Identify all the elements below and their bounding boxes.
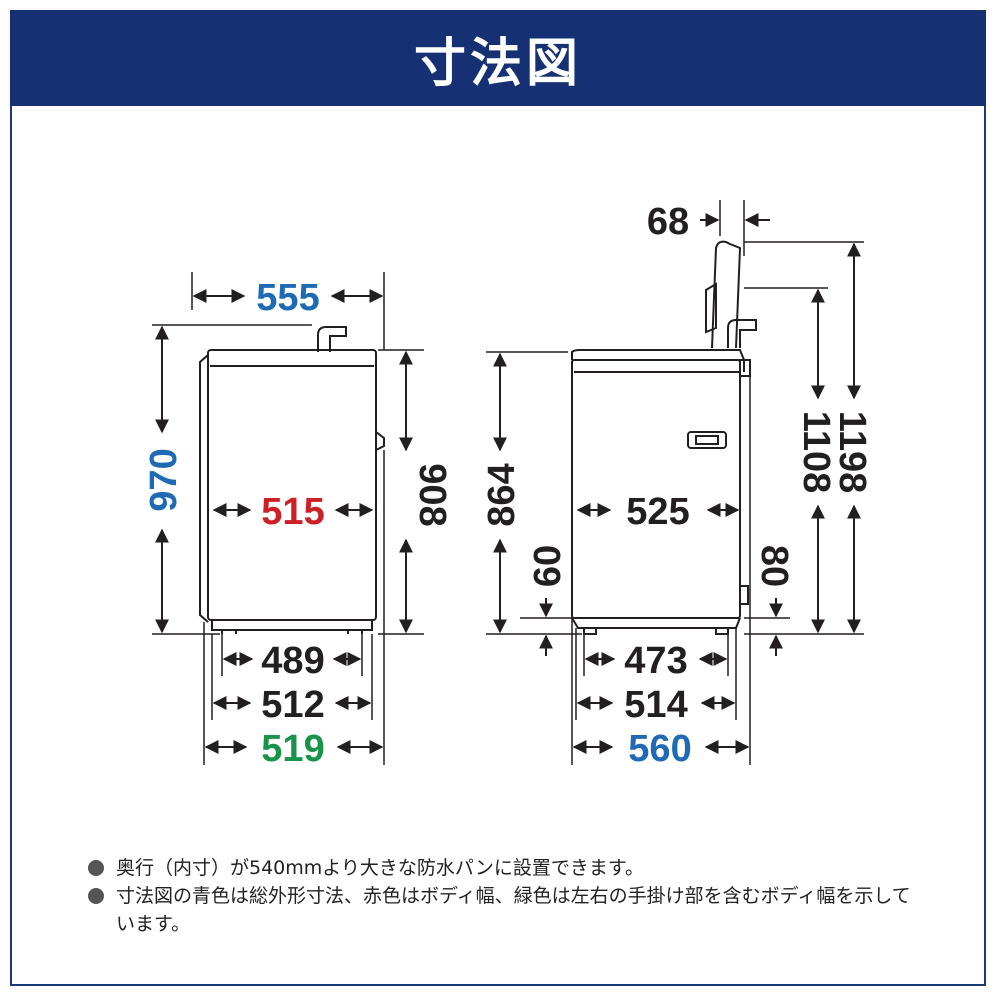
label-side-depth-body: 525	[626, 491, 689, 533]
label-side-base-mid: 514	[624, 684, 687, 726]
notes: 奥行（内寸）が540mmより大きな防水パンに設置できます。 寸法図の青色は総外形…	[88, 854, 928, 938]
label-front-height-body: 908	[411, 463, 453, 526]
label-front-base-inner: 489	[261, 640, 324, 682]
label-front-base-mid: 512	[261, 684, 324, 726]
label-side-lid-offset: 68	[647, 201, 689, 243]
page-title: 寸法図	[413, 33, 582, 94]
label-side-clearance-rear: 80	[753, 545, 795, 587]
front-washer	[199, 326, 385, 634]
label-front-height-total: 970	[143, 448, 185, 511]
label-side-height-body: 864	[481, 463, 523, 526]
label-front-width-handles: 519	[261, 728, 324, 770]
label-side-depth-total: 560	[628, 728, 691, 770]
note-text: 寸法図の青色は総外形寸法、赤色はボディ幅、緑色は左右の手掛け部を含むボディ幅を示…	[116, 885, 911, 935]
bullet-icon	[88, 860, 104, 876]
note-item: 奥行（内寸）が540mmより大きな防水パンに設置できます。	[88, 854, 928, 882]
label-side-base-inner: 473	[624, 640, 687, 682]
note-text: 奥行（内寸）が540mmより大きな防水パンに設置できます。	[116, 857, 644, 879]
front-dimension-arrows	[155, 289, 413, 754]
side-dimension-arrows-double	[493, 242, 861, 754]
label-side-height-lid-b: 1198	[831, 411, 873, 493]
label-side-height-lid-a: 1108	[795, 411, 837, 493]
front-extension-lines	[152, 272, 424, 765]
header-bar: 寸法図	[10, 10, 986, 106]
label-front-width-total: 555	[256, 277, 319, 319]
label-side-clearance-front: 60	[527, 545, 569, 587]
side-clearance-arrows	[539, 598, 783, 656]
side-washer	[571, 240, 757, 635]
label-front-body-width: 515	[261, 491, 324, 533]
note-item: 寸法図の青色は総外形寸法、赤色はボディ幅、緑色は左右の手掛け部を含むボディ幅を示…	[88, 882, 928, 938]
bullet-icon	[88, 888, 104, 904]
side-extension-lines	[486, 200, 864, 765]
